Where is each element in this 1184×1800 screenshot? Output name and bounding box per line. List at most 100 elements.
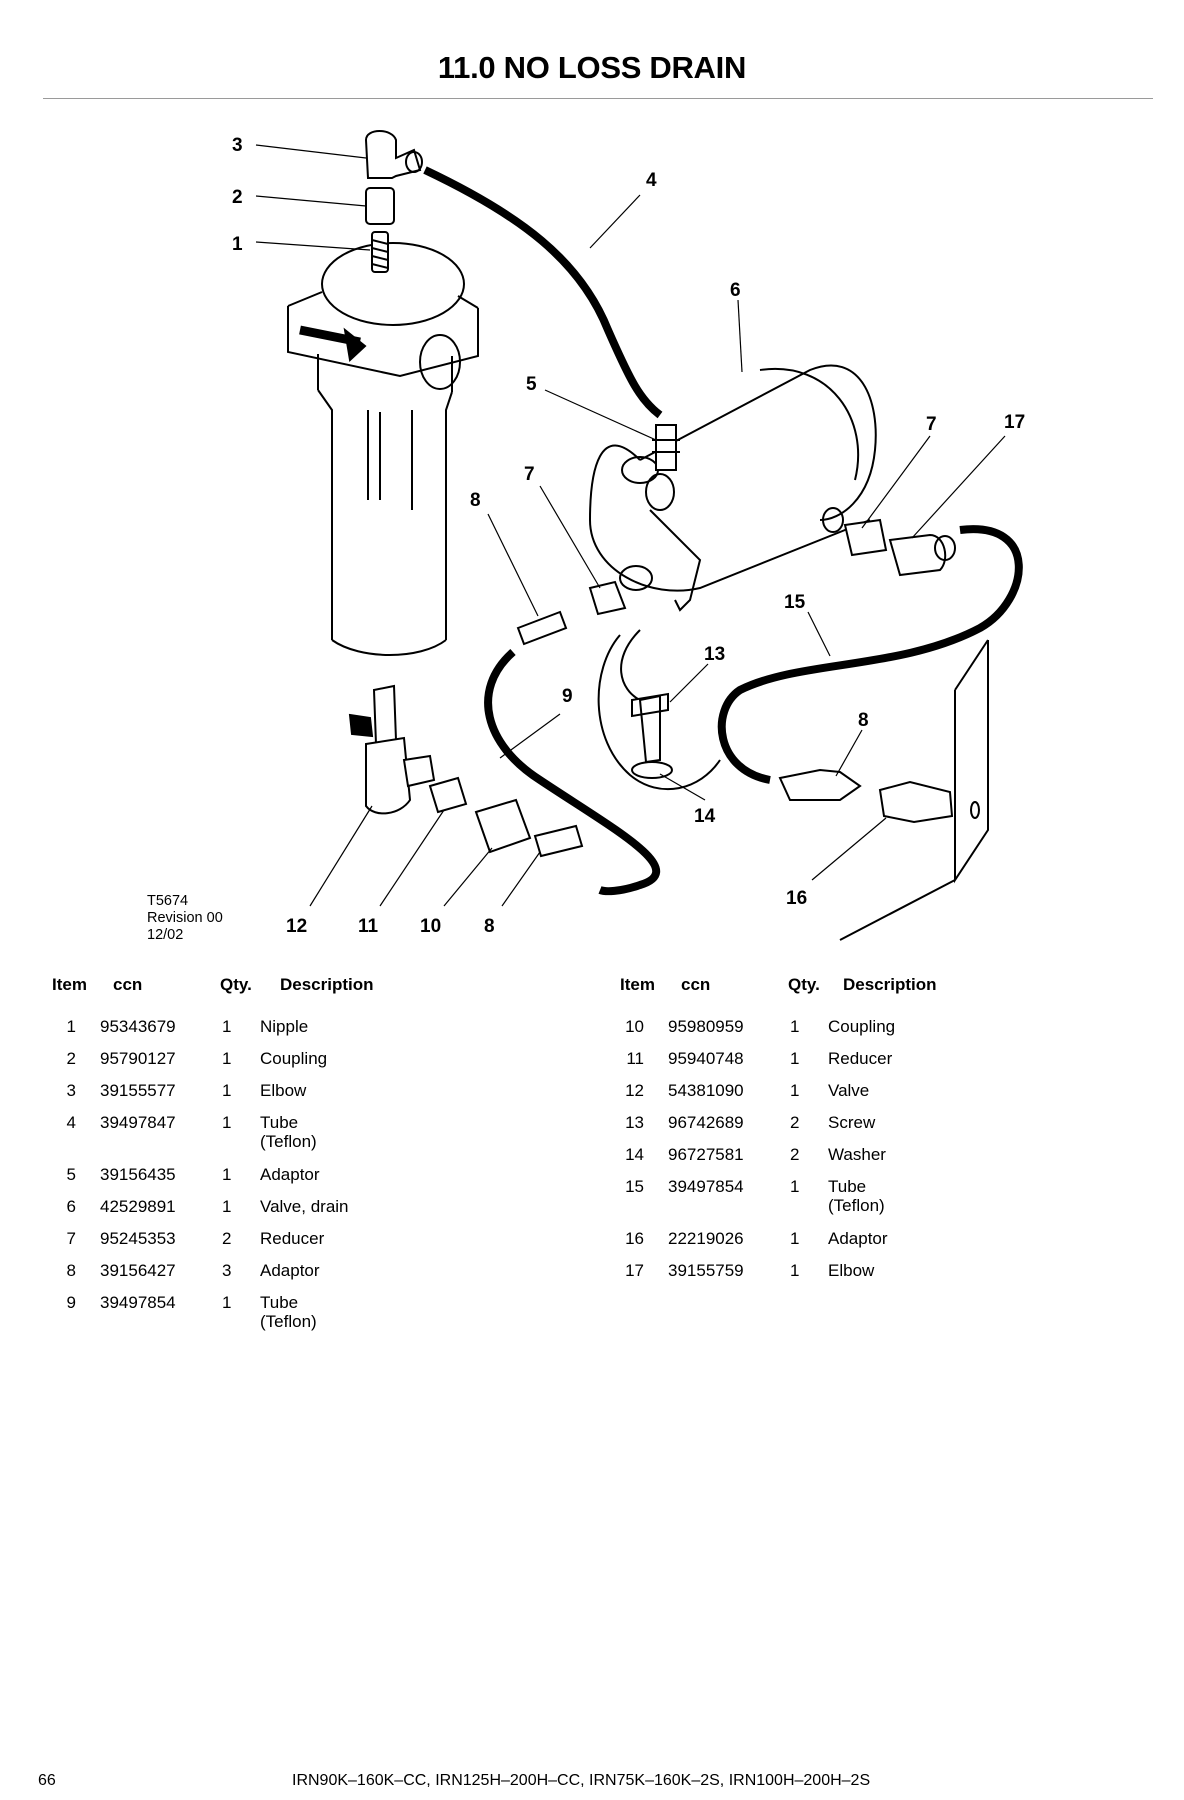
item-number: 8: [66, 1261, 76, 1280]
description: Adaptor: [828, 1229, 888, 1248]
description: Tube(Teflon): [828, 1177, 885, 1215]
page-number: 66: [38, 1772, 56, 1789]
item-13-screw-drawing: [631, 692, 669, 764]
description: Valve, drain: [260, 1197, 349, 1216]
ccn-number: 95343679: [100, 1017, 176, 1036]
callout-label: 6: [730, 280, 741, 301]
description: Adaptor: [260, 1165, 320, 1184]
description: Adaptor: [260, 1261, 320, 1280]
ccn-number: 39156435: [100, 1165, 176, 1184]
item-number: 1: [66, 1017, 76, 1036]
quantity: 1: [790, 1081, 800, 1100]
item-number: 14: [625, 1145, 644, 1164]
item-8-adaptor-upper-drawing: [516, 610, 568, 646]
callout-label: 7: [524, 464, 535, 485]
description: Screw: [828, 1113, 876, 1132]
quantity: 1: [222, 1197, 232, 1216]
figure-date: 12/02: [147, 927, 184, 943]
description: Tube(Teflon): [260, 1113, 317, 1151]
quantity: 1: [222, 1081, 232, 1100]
item-number: 7: [66, 1229, 76, 1248]
ccn-number: 42529891: [100, 1197, 176, 1216]
callout-label: 7: [926, 414, 937, 435]
header-ccn: ccn: [681, 975, 711, 994]
ccn-number: 22219026: [668, 1229, 744, 1248]
header-ccn: ccn: [113, 975, 143, 994]
item-number: 15: [625, 1177, 644, 1196]
item-16-adaptor-drawing: [878, 780, 954, 824]
description: Tube(Teflon): [260, 1293, 317, 1331]
header-description: Description: [843, 975, 937, 994]
figure-number: T5674: [147, 893, 189, 909]
ccn-number: 95790127: [100, 1049, 176, 1068]
page-title: 11.0 NO LOSS DRAIN: [437, 50, 747, 85]
quantity: 1: [790, 1049, 800, 1068]
item-number: 12: [625, 1081, 644, 1100]
quantity: 1: [790, 1261, 800, 1280]
ccn-number: 39497847: [100, 1113, 176, 1132]
description: Valve: [828, 1081, 870, 1100]
description: Reducer: [828, 1049, 893, 1068]
item-number: 2: [66, 1049, 76, 1068]
tube-9-drawing: [484, 649, 661, 896]
callout-label: 8: [858, 710, 869, 731]
callout-label: 12: [286, 916, 307, 937]
callout-label: 1: [232, 234, 243, 255]
quantity: 1: [222, 1113, 232, 1132]
quantity: 2: [790, 1145, 800, 1164]
item-number: 5: [66, 1165, 76, 1184]
callout-label: 3: [232, 135, 243, 156]
ccn-number: 96742689: [668, 1113, 744, 1132]
item-7-reducer-right-drawing: [843, 518, 888, 557]
title-divider: [43, 98, 1153, 99]
callout-label: 9: [562, 686, 573, 707]
callout-label: 2: [232, 187, 243, 208]
callout-label: 8: [470, 490, 481, 511]
quantity: 2: [222, 1229, 232, 1248]
ccn-number: 39497854: [100, 1293, 176, 1312]
description: Coupling: [260, 1049, 328, 1068]
ccn-number: 96727581: [668, 1145, 744, 1164]
callout-label: 11: [358, 916, 379, 937]
item-8-adaptor-lower-drawing: [533, 824, 584, 858]
item-number: 3: [66, 1081, 76, 1100]
callout-label: 8: [484, 916, 495, 937]
item-8-adaptor-right-drawing: [778, 768, 862, 801]
description: Elbow: [260, 1081, 307, 1100]
description: Coupling: [828, 1017, 896, 1036]
model-list: IRN90K–160K–CC, IRN125H–200H–CC, IRN75K–…: [292, 1772, 871, 1789]
detail-inset-outline: [597, 634, 721, 791]
callout-label: 5: [526, 374, 537, 395]
quantity: 2: [790, 1113, 800, 1132]
quantity: 1: [222, 1293, 232, 1312]
exploded-parts-diagram: 3 2 1 4 6 5 7 17 7 8 15 13 9 8 14 16 12 …: [232, 130, 1025, 941]
item-17-elbow-drawing: [888, 533, 947, 577]
item-number: 11: [626, 1049, 644, 1068]
item-10-coupling-drawing: [474, 798, 532, 854]
ccn-number: 39497854: [668, 1177, 744, 1196]
item-7-reducer-left-drawing: [588, 580, 627, 616]
item-number: 9: [66, 1293, 76, 1312]
quantity: 1: [790, 1229, 800, 1248]
ccn-number: 95245353: [100, 1229, 176, 1248]
callout-label: 15: [784, 592, 806, 613]
description: Reducer: [260, 1229, 325, 1248]
tube-15-drawing: [717, 525, 1023, 784]
ccn-number: 95940748: [668, 1049, 744, 1068]
item-2-coupling-drawing: [365, 187, 395, 225]
callout-label: 14: [694, 806, 716, 827]
ccn-number: 39155577: [100, 1081, 176, 1100]
item-6-drain-valve-drawing: [588, 364, 877, 612]
description: Washer: [828, 1145, 886, 1164]
figure-revision: Revision 00: [147, 910, 223, 926]
quantity: 1: [790, 1017, 800, 1036]
header-item: Item: [52, 975, 87, 994]
callout-label: 4: [646, 170, 657, 191]
callout-label: 10: [420, 916, 441, 937]
header-item: Item: [620, 975, 655, 994]
item-12-valve-drawing: [348, 684, 436, 815]
header-description: Description: [280, 975, 374, 994]
callout-label: 16: [786, 888, 807, 909]
item-number: 10: [625, 1017, 644, 1036]
quantity: 1: [222, 1017, 232, 1036]
